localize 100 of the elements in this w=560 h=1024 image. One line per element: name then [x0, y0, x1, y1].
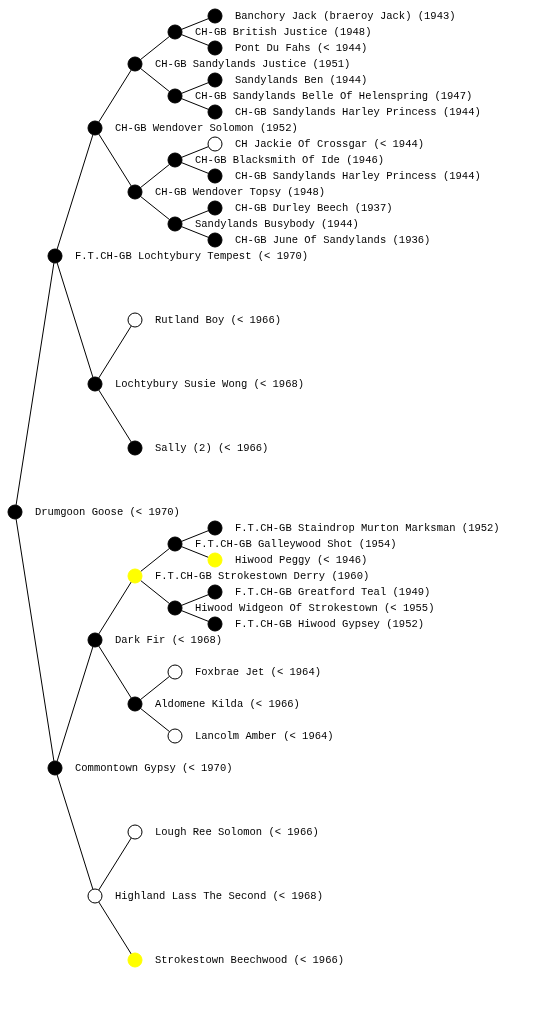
dog-name: Sandylands Ben (1944): [235, 73, 368, 87]
connector-line: [181, 82, 209, 94]
connector-line: [139, 675, 171, 701]
dog-name: Rutland Boy (< 1966): [155, 313, 282, 327]
pedigree-node: [207, 40, 368, 56]
connector-line: [98, 133, 132, 187]
connector-line: [181, 594, 209, 606]
pedigree-node: [127, 696, 300, 712]
connector-line: [139, 195, 171, 221]
dog-name: Sandylands Busybody (1944): [195, 217, 359, 231]
pedigree-node: [167, 664, 322, 680]
dog-name: Hiwood Peggy (< 1946): [235, 553, 368, 567]
connector-line: [181, 34, 209, 46]
pedigree-node: [167, 152, 385, 168]
dog-name: CH-GB Sandylands Harley Princess (1944): [235, 105, 481, 119]
connector-line: [98, 325, 132, 379]
connector-line: [139, 547, 171, 573]
dog-name: Hiwood Widgeon Of Strokestown (< 1955): [195, 601, 435, 615]
dog-name: F.T.CH-GB Hiwood Gypsey (1952): [235, 617, 425, 631]
connector-line: [56, 262, 94, 378]
pedigree-node: [207, 616, 425, 632]
pedigree-node: [167, 728, 334, 744]
pedigree-node: [167, 600, 435, 616]
connector-line: [56, 646, 94, 762]
dog-name: CH-GB Durley Beech (1937): [235, 201, 393, 215]
pedigree-node: [127, 184, 326, 200]
connector-line: [98, 389, 132, 443]
pedigree-node: [127, 824, 319, 840]
pedigree-node: [47, 760, 233, 776]
dog-name: Highland Lass The Second (< 1968): [115, 889, 323, 903]
dog-name: F.T.CH-GB Staindrop Murton Marksman (1952): [235, 521, 500, 535]
connector-line: [181, 546, 209, 558]
dog-name: Lancolm Amber (< 1964): [195, 729, 334, 743]
dog-name: F.T.CH-GB Greatford Teal (1949): [235, 585, 431, 599]
dog-name: CH Jackie Of Crossgar (< 1944): [235, 137, 425, 151]
connector-line: [15, 518, 55, 762]
dog-name: Pont Du Fahs (< 1944): [235, 41, 368, 55]
connector-line: [98, 69, 132, 123]
connector-line: [98, 837, 132, 891]
dog-name: CH-GB June Of Sandylands (1936): [235, 233, 431, 247]
dog-name: Drumgoon Goose (< 1970): [35, 505, 180, 519]
connector-line: [139, 707, 171, 733]
connector-line: [139, 35, 171, 61]
pedigree-node: [207, 104, 481, 120]
pedigree-node: [207, 584, 431, 600]
pedigree-node: [207, 168, 481, 184]
pedigree-node: [167, 24, 372, 40]
dog-name: CH-GB Wendover Solomon (1952): [115, 121, 298, 135]
pedigree-node: [167, 216, 359, 232]
dog-name: F.T.CH-GB Galleywood Shot (1954): [195, 537, 397, 551]
connector-line: [181, 98, 209, 110]
dog-name: F.T.CH-GB Strokestown Derry (1960): [155, 569, 370, 583]
pedigree-node: [127, 952, 345, 968]
pedigree-node: [207, 552, 368, 568]
pedigree-node: [87, 376, 305, 392]
connector-line: [181, 530, 209, 542]
dog-name: CH-GB Blacksmith Of Ide (1946): [195, 153, 385, 167]
connector-line: [139, 579, 171, 605]
pedigree-node: [207, 72, 368, 88]
pedigree-node: [167, 88, 473, 104]
connector-line: [181, 610, 209, 622]
pedigree-node: [207, 520, 500, 536]
dog-name: CH-GB Sandylands Belle Of Helenspring (1947): [195, 89, 473, 103]
dog-name: Dark Fir (< 1968): [115, 633, 223, 647]
pedigree-node: [167, 536, 397, 552]
pedigree-node: [207, 200, 393, 216]
pedigree-node: [87, 120, 298, 136]
connector-line: [181, 146, 209, 158]
dog-name: CH-GB Sandylands Justice (1951): [155, 57, 351, 71]
connector-line: [56, 774, 94, 890]
connector-line: [98, 581, 132, 635]
pedigree-node: [87, 888, 323, 904]
pedigree-node: [207, 136, 425, 152]
connector-line: [139, 67, 171, 93]
pedigree-node: [207, 8, 456, 24]
connector-line: [98, 645, 132, 699]
dog-name: Banchory Jack (braeroy Jack) (1943): [235, 9, 456, 23]
dog-name: Sally (2) (< 1966): [155, 441, 269, 455]
pedigree-node: [87, 632, 223, 648]
pedigree-node: [207, 232, 431, 248]
pedigree-node: [127, 568, 370, 584]
connector-line: [139, 163, 171, 189]
pedigree-node: [7, 504, 180, 520]
dog-name: Lough Ree Solomon (< 1966): [155, 825, 319, 839]
dog-name: Strokestown Beechwood (< 1966): [155, 953, 345, 967]
connector-line: [181, 210, 209, 222]
connector-line: [181, 162, 209, 174]
pedigree-node: [127, 56, 351, 72]
pedigree-node: [47, 248, 309, 264]
dog-name: Commontown Gypsy (< 1970): [75, 761, 233, 775]
pedigree-node: [127, 440, 269, 456]
connector-line: [56, 134, 94, 250]
dog-name: CH-GB British Justice (1948): [195, 25, 372, 39]
pedigree-node: [127, 312, 282, 328]
connector-line: [15, 262, 55, 506]
connector-line: [181, 226, 209, 238]
connector-line: [98, 901, 132, 955]
dog-name: Lochtybury Susie Wong (< 1968): [115, 377, 305, 391]
connector-line: [181, 18, 209, 30]
dog-name: Foxbrae Jet (< 1964): [195, 665, 322, 679]
